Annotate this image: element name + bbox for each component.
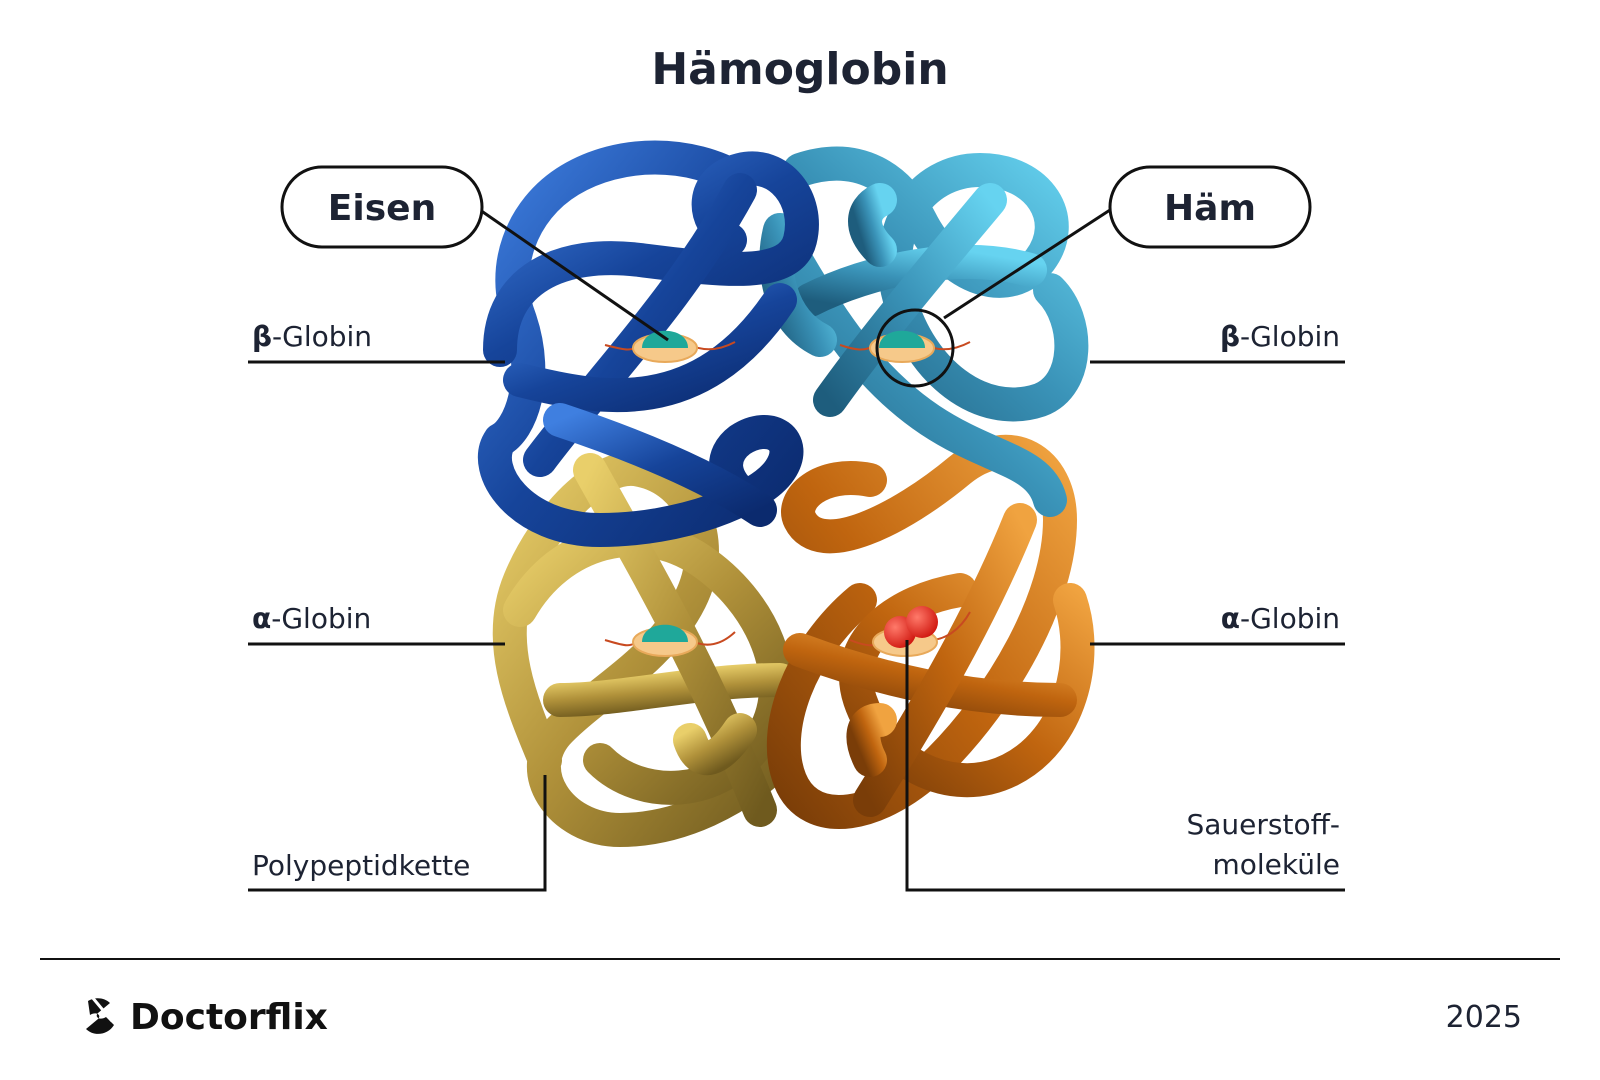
alpha-left-text: -Globin: [271, 602, 371, 635]
alpha-globin-right-chain: [766, 434, 1095, 829]
heme-callout: Häm: [1108, 165, 1312, 249]
oxygen-leader-line: [905, 640, 1345, 892]
heme-leader-line: [943, 208, 1111, 320]
oxygen-label-line1: Sauerstoff-: [1186, 808, 1340, 841]
iron-leader-line: [479, 208, 669, 342]
alpha-globin-right-label: α-Globin: [1221, 602, 1340, 635]
heme-group-bottom-left: [604, 624, 736, 657]
beta-globin-left-label: β-Globin: [252, 320, 372, 353]
alpha-right-text: -Globin: [1240, 602, 1340, 635]
beta-right-greek: β: [1220, 320, 1240, 353]
leader-lines: [248, 208, 1345, 892]
beta-globin-left-chain: [478, 140, 819, 547]
footer-divider: [40, 958, 1560, 960]
iron-label: Eisen: [328, 188, 436, 229]
page-title: Hämoglobin: [651, 44, 949, 95]
brand-name: Doctorflix: [130, 996, 328, 1038]
beta-right-text: -Globin: [1240, 320, 1340, 353]
alpha-globin-left-label: α-Globin: [252, 602, 371, 635]
beta-left-text: -Globin: [272, 320, 372, 353]
alpha-left-greek: α: [252, 602, 271, 635]
alpha-right-greek: α: [1221, 602, 1240, 635]
heme-highlight-circle: [875, 308, 955, 388]
heme-group-top-left: [604, 330, 736, 363]
brand-logo: Doctorflix: [80, 995, 328, 1039]
polypeptide-leader-line: [248, 775, 547, 892]
beta-globin-right-label: β-Globin: [1220, 320, 1340, 353]
heme-callout-pill: [1108, 165, 1312, 249]
heme-group-top-right: [839, 330, 971, 363]
doctorflix-logo-icon: [86, 996, 114, 1034]
polypeptide-label: Polypeptidkette: [252, 849, 470, 882]
heme-label: Häm: [1164, 188, 1256, 229]
iron-callout-pill: [280, 165, 484, 249]
oxygen-label-line2: moleküle: [1212, 848, 1340, 881]
iron-callout: Eisen: [280, 165, 484, 249]
year-label: 2025: [1445, 1000, 1522, 1035]
beta-left-greek: β: [252, 320, 272, 353]
oxygen-atom-2: [906, 606, 938, 638]
